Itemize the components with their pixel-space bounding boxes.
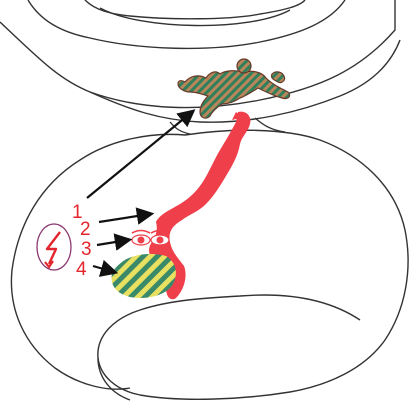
- stimulus-indicator: [37, 224, 71, 270]
- arrow-4: [93, 266, 114, 272]
- pointer-arrows: [87, 112, 192, 272]
- upper-lobe: [0, 0, 400, 122]
- marker-labels: 1 2 3 4: [72, 202, 92, 280]
- marker-label-4: 4: [76, 259, 87, 280]
- teeth-marks: [173, 228, 186, 234]
- arrow-2: [99, 214, 150, 222]
- marker-label-3: 3: [81, 239, 92, 260]
- figure-in-upper-lobe: [178, 59, 290, 118]
- arrow-1: [87, 112, 192, 198]
- arrow-3: [97, 240, 128, 245]
- marker-label-2: 2: [80, 219, 91, 240]
